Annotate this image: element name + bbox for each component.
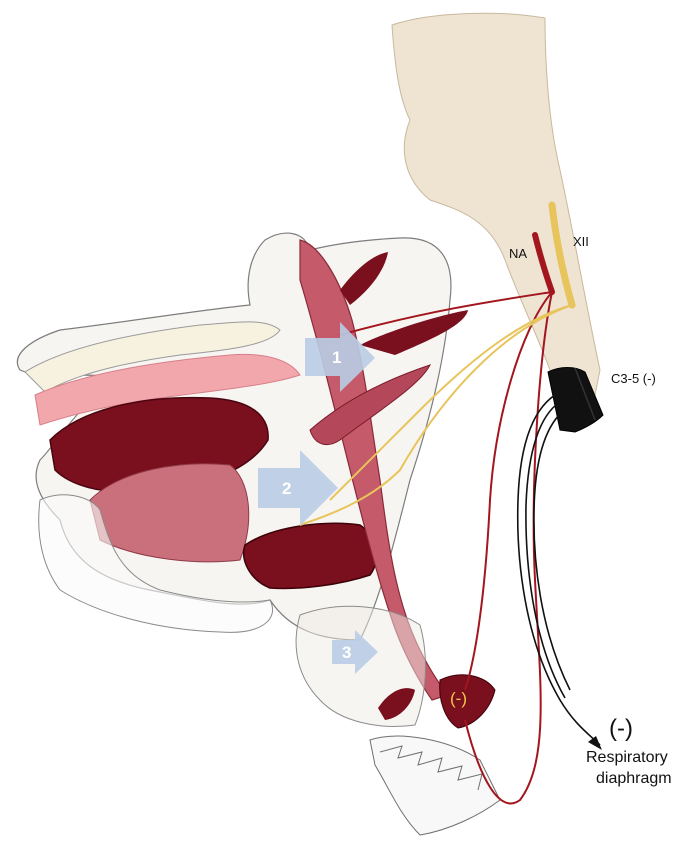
arrow-3-label: 3 bbox=[342, 643, 351, 662]
arrow-2-label: 2 bbox=[282, 479, 291, 498]
xii-label: XII bbox=[573, 234, 589, 249]
na-nerve-recurrent bbox=[465, 292, 552, 803]
na-label: NA bbox=[509, 246, 527, 261]
arrow-1-label: 1 bbox=[332, 348, 341, 367]
phrenic-arrowhead bbox=[588, 736, 602, 750]
diaphragm-label-line2: diaphragm bbox=[596, 770, 672, 787]
diaphragm-label-line1: Respiratory bbox=[586, 749, 668, 766]
phrenic-nerve-1 bbox=[518, 392, 600, 745]
trachea bbox=[370, 736, 500, 835]
phrenic-nerve-2 bbox=[526, 402, 565, 698]
larynx-inhibition-label: (-) bbox=[450, 689, 467, 708]
cervical-roots-label: C3-5 (-) bbox=[611, 371, 656, 386]
diaphragm-sign: (-) bbox=[609, 715, 633, 742]
